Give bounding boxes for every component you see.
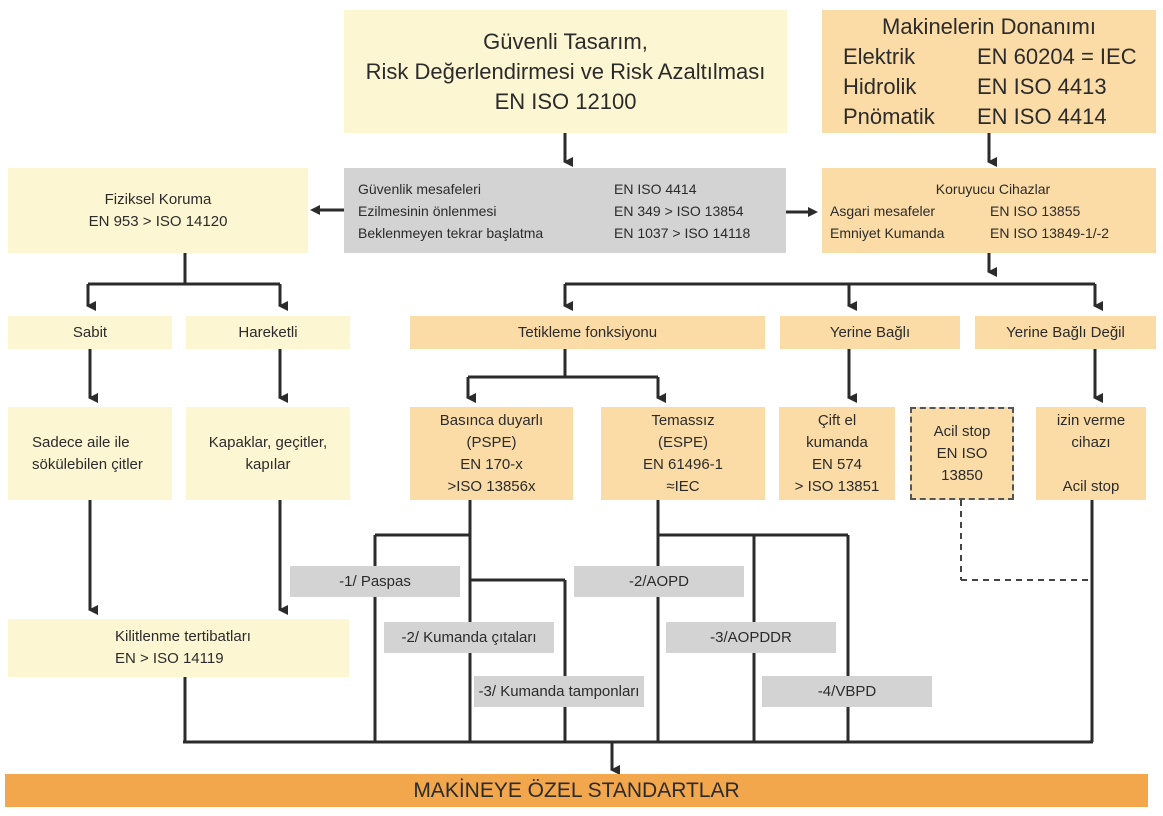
- safety-label: Ezilmesinin önlenmesi: [358, 202, 497, 219]
- espe-box: Temassız (ESPE) EN 61496-1 ≈IEC: [601, 407, 765, 500]
- fixed-label: Sabit: [72, 323, 108, 341]
- two-hand-line: > ISO 13851: [794, 477, 880, 495]
- safe-design-line: Risk Değerlendirmesi ve Risk Azaltılması: [365, 58, 766, 84]
- emergency-stop-line: EN ISO: [936, 444, 988, 462]
- safe-design-box: Güvenli Tasarım, Risk Değerlendirmesi ve…: [344, 10, 787, 133]
- two-hand-line: kumanda: [806, 433, 868, 451]
- pspe-sub-label: -1/ Paspas: [339, 572, 411, 590]
- emergency-stop-line: Acil stop: [933, 422, 991, 440]
- safety-standard: EN 349 > ISO 13854: [614, 202, 744, 219]
- location-bound-box: Yerine Bağlı: [780, 316, 960, 349]
- safety-standard: EN ISO 4414: [614, 180, 697, 197]
- equipment-standard: EN 60204 = IEC: [977, 43, 1137, 69]
- devices-standard: EN ISO 13849-1/-2: [990, 224, 1110, 241]
- protective-devices-box: Koruyucu Cihazlar Asgari mesafeler EN IS…: [822, 168, 1156, 253]
- espe-sub-item: -3/AOPDDR: [666, 622, 836, 653]
- espe-sub-item: -2/AOPD: [574, 566, 744, 597]
- trigger-function-box: Tetikleme fonksiyonu: [410, 316, 765, 349]
- interlocking-title: Kilitlenme tertibatları: [115, 628, 251, 645]
- fixed-desc-line: sökülebilen çitler: [32, 455, 143, 473]
- emergency-stop-box: Acil stop EN ISO 13850: [910, 407, 1014, 500]
- devices-standard: EN ISO 13855: [990, 202, 1081, 219]
- physical-protection-box: Fiziksel Koruma EN 953 > ISO 14120: [8, 168, 308, 253]
- pspe-sub-label: -2/ Kumanda çıtaları: [401, 628, 537, 646]
- equipment-label: Pnömatik: [843, 103, 935, 129]
- safety-label: Güvenlik mesafeleri: [358, 180, 481, 197]
- fixed-desc-line: Sadece aile ile: [32, 433, 130, 451]
- espe-line: Temassız: [651, 411, 715, 429]
- devices-label: Emniyet Kumanda: [830, 224, 945, 241]
- safety-distances-box: Güvenlik mesafeleri EN ISO 4414 Ezilmesi…: [344, 168, 786, 253]
- espe-sub-item: -4/VBPD: [762, 676, 932, 707]
- physical-protection-title: Fiziksel Koruma: [104, 190, 212, 208]
- equipment-standard: EN ISO 4413: [977, 73, 1107, 99]
- enabling-line: izin verme: [1056, 411, 1126, 429]
- pspe-sub-item: -1/ Paspas: [290, 566, 460, 597]
- espe-line: EN 61496-1: [642, 455, 724, 473]
- protective-devices-title: Koruyucu Cihazlar: [935, 180, 1051, 197]
- equipment-standard: EN ISO 4414: [977, 103, 1107, 129]
- pspe-line: EN 170-x: [460, 455, 523, 473]
- movable-guard-box: Hareketli: [186, 316, 350, 349]
- espe-sub-label: -4/VBPD: [817, 682, 877, 700]
- espe-sub-label: -2/AOPD: [628, 572, 689, 590]
- enabling-line: Acil stop: [1062, 477, 1120, 495]
- espe-sub-label: -3/AOPDDR: [710, 628, 792, 646]
- not-location-bound-box: Yerine Bağlı Değil: [975, 316, 1156, 349]
- safe-design-line: EN ISO 12100: [494, 88, 637, 114]
- safety-label: Beklenmeyen tekrar başlatma: [358, 224, 544, 241]
- devices-label: Asgari mesafeler: [830, 202, 936, 219]
- two-hand-line: Çift el: [817, 411, 857, 429]
- enabling-device-box: izin verme cihazı Acil stop: [1036, 407, 1146, 500]
- pspe-sub-item: -2/ Kumanda çıtaları: [384, 622, 554, 653]
- enabling-line: cihazı: [1071, 433, 1111, 451]
- equipment-label: Elektrik: [843, 43, 916, 69]
- movable-label: Hareketli: [238, 323, 298, 341]
- safety-standard: EN 1037 > ISO 14118: [614, 224, 751, 241]
- pspe-box: Basınca duyarlı (PSPE) EN 170-x >ISO 138…: [410, 407, 573, 500]
- pspe-line: Basınca duyarlı: [439, 411, 544, 429]
- two-hand-control-box: Çift el kumanda EN 574 > ISO 13851: [779, 407, 895, 500]
- espe-line: ≈IEC: [666, 477, 700, 495]
- fixed-guard-box: Sabit: [8, 316, 172, 349]
- safe-design-line: Güvenli Tasarım,: [483, 28, 648, 54]
- movable-desc-line: Kapaklar, geçitler,: [208, 433, 328, 451]
- machine-specific-standards-bar: MAKİNEYE ÖZEL STANDARTLAR: [5, 774, 1148, 807]
- movable-desc-line: kapılar: [245, 455, 291, 473]
- espe-line: (ESPE): [657, 433, 708, 451]
- machine-equipment-box: Makinelerin Donanımı Elektrik EN 60204 =…: [822, 10, 1156, 133]
- interlocking-standard: EN > ISO 14119: [115, 650, 224, 667]
- equipment-title: Makinelerin Donanımı: [882, 13, 1096, 39]
- pspe-sub-label: -3/ Kumanda tamponları: [478, 682, 640, 700]
- movable-desc-box: Kapaklar, geçitler, kapılar: [186, 407, 350, 500]
- equipment-label: Hidrolik: [843, 73, 917, 99]
- fixed-desc-box: Sadece aile ile sökülebilen çitler: [8, 407, 172, 500]
- two-hand-line: EN 574: [811, 455, 863, 473]
- machine-specific-standards-label: MAKİNEYE ÖZEL STANDARTLAR: [413, 778, 740, 802]
- pspe-sub-item: -3/ Kumanda tamponları: [474, 676, 644, 707]
- pspe-line: >ISO 13856x: [447, 477, 536, 495]
- pspe-line: (PSPE): [466, 433, 517, 451]
- interlocking-box: Kilitlenme tertibatları EN > ISO 14119: [8, 619, 349, 677]
- location-bound-label: Yerine Bağlı: [829, 323, 911, 341]
- trigger-label: Tetikleme fonksiyonu: [517, 323, 658, 341]
- physical-protection-standard: EN 953 > ISO 14120: [88, 212, 228, 230]
- emergency-stop-line: 13850: [941, 466, 983, 484]
- not-location-bound-label: Yerine Bağlı Değil: [1006, 323, 1125, 341]
